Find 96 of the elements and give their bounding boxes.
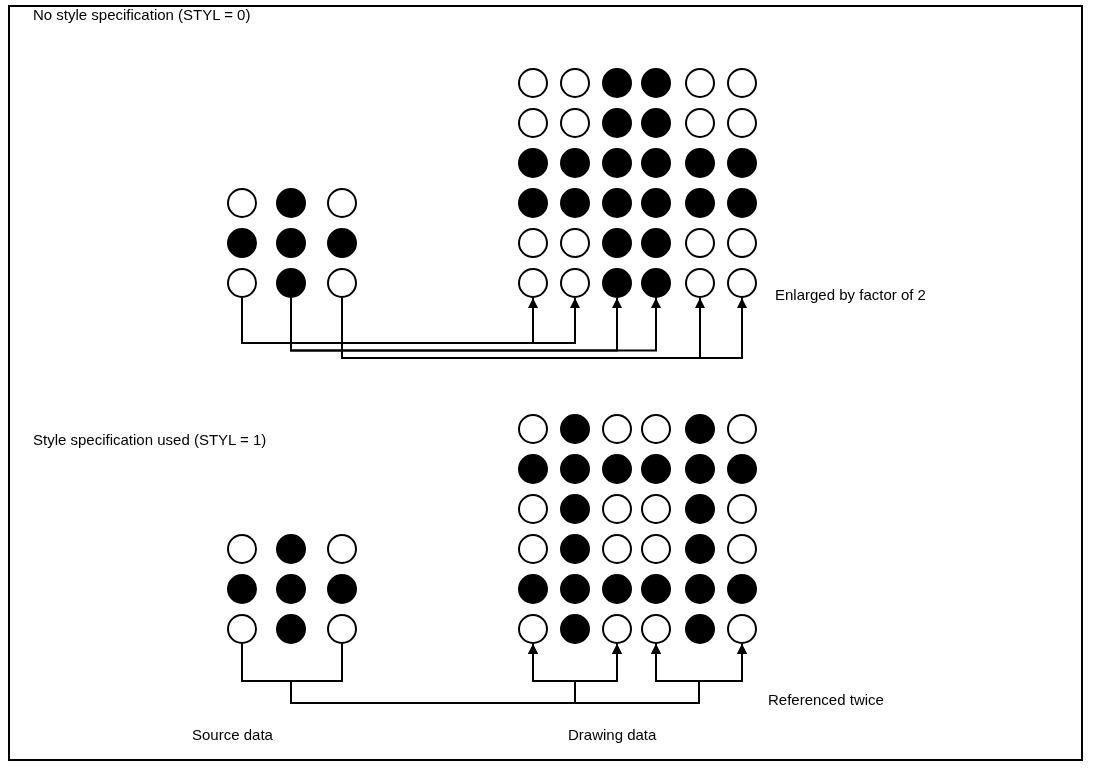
- filled-dot: [560, 454, 590, 484]
- open-circle: [602, 534, 632, 564]
- annotation: Enlarged by factor of 2: [775, 286, 926, 304]
- filled-dot: [602, 68, 632, 98]
- filled-dot: [227, 228, 257, 258]
- filled-dot: [727, 188, 757, 218]
- filled-dot: [685, 574, 715, 604]
- open-circle: [560, 268, 590, 298]
- filled-dot: [602, 148, 632, 178]
- open-circle: [727, 414, 757, 444]
- open-circle: [641, 494, 671, 524]
- open-circle: [727, 108, 757, 138]
- filled-dot: [685, 414, 715, 444]
- open-circle: [727, 614, 757, 644]
- filled-dot: [685, 454, 715, 484]
- filled-dot: [685, 494, 715, 524]
- open-circle: [685, 68, 715, 98]
- open-circle: [518, 534, 548, 564]
- filled-dot: [276, 574, 306, 604]
- open-circle: [518, 108, 548, 138]
- filled-dot: [641, 268, 671, 298]
- filled-dot: [276, 614, 306, 644]
- open-circle: [518, 414, 548, 444]
- open-circle: [518, 268, 548, 298]
- open-circle: [518, 614, 548, 644]
- filled-dot: [560, 494, 590, 524]
- open-circle: [227, 614, 257, 644]
- filled-dot: [518, 454, 548, 484]
- filled-dot: [602, 454, 632, 484]
- open-circle: [685, 268, 715, 298]
- filled-dot: [276, 188, 306, 218]
- open-circle: [560, 228, 590, 258]
- filled-dot: [685, 148, 715, 178]
- open-circle: [727, 228, 757, 258]
- filled-dot: [560, 148, 590, 178]
- filled-dot: [685, 614, 715, 644]
- open-circle: [727, 68, 757, 98]
- filled-dot: [727, 454, 757, 484]
- filled-dot: [641, 228, 671, 258]
- filled-dot: [641, 454, 671, 484]
- filled-dot: [641, 108, 671, 138]
- open-circle: [518, 68, 548, 98]
- open-circle: [602, 494, 632, 524]
- open-circle: [518, 228, 548, 258]
- open-circle: [518, 494, 548, 524]
- filled-dot: [727, 574, 757, 604]
- open-circle: [727, 268, 757, 298]
- open-circle: [327, 614, 357, 644]
- filled-dot: [560, 188, 590, 218]
- section-heading: No style specification (STYL = 0): [33, 6, 251, 24]
- filled-dot: [276, 228, 306, 258]
- open-circle: [227, 268, 257, 298]
- open-circle: [227, 188, 257, 218]
- open-circle: [685, 108, 715, 138]
- filled-dot: [560, 414, 590, 444]
- open-circle: [727, 494, 757, 524]
- filled-dot: [685, 534, 715, 564]
- open-circle: [641, 534, 671, 564]
- open-circle: [560, 68, 590, 98]
- open-circle: [685, 228, 715, 258]
- filled-dot: [518, 574, 548, 604]
- filled-dot: [327, 228, 357, 258]
- open-circle: [602, 614, 632, 644]
- filled-dot: [560, 574, 590, 604]
- filled-dot: [641, 188, 671, 218]
- filled-dot: [602, 268, 632, 298]
- caption-text: Source data: [192, 726, 273, 744]
- open-circle: [560, 108, 590, 138]
- filled-dot: [641, 148, 671, 178]
- filled-dot: [276, 534, 306, 564]
- open-circle: [641, 414, 671, 444]
- open-circle: [227, 534, 257, 564]
- filled-dot: [560, 534, 590, 564]
- filled-dot: [518, 148, 548, 178]
- filled-dot: [641, 68, 671, 98]
- filled-dot: [685, 188, 715, 218]
- filled-dot: [602, 188, 632, 218]
- open-circle: [327, 268, 357, 298]
- filled-dot: [727, 148, 757, 178]
- section-heading: Style specification used (STYL = 1): [33, 431, 267, 449]
- caption-text: Drawing data: [568, 726, 657, 744]
- filled-dot: [560, 614, 590, 644]
- filled-dot: [602, 108, 632, 138]
- filled-dot: [276, 268, 306, 298]
- open-circle: [327, 188, 357, 218]
- open-circle: [727, 534, 757, 564]
- filled-dot: [641, 574, 671, 604]
- filled-dot: [518, 188, 548, 218]
- filled-dot: [227, 574, 257, 604]
- annotation: Referenced twice: [768, 691, 884, 709]
- open-circle: [602, 414, 632, 444]
- filled-dot: [602, 574, 632, 604]
- filled-dot: [602, 228, 632, 258]
- filled-dot: [327, 574, 357, 604]
- open-circle: [327, 534, 357, 564]
- open-circle: [641, 614, 671, 644]
